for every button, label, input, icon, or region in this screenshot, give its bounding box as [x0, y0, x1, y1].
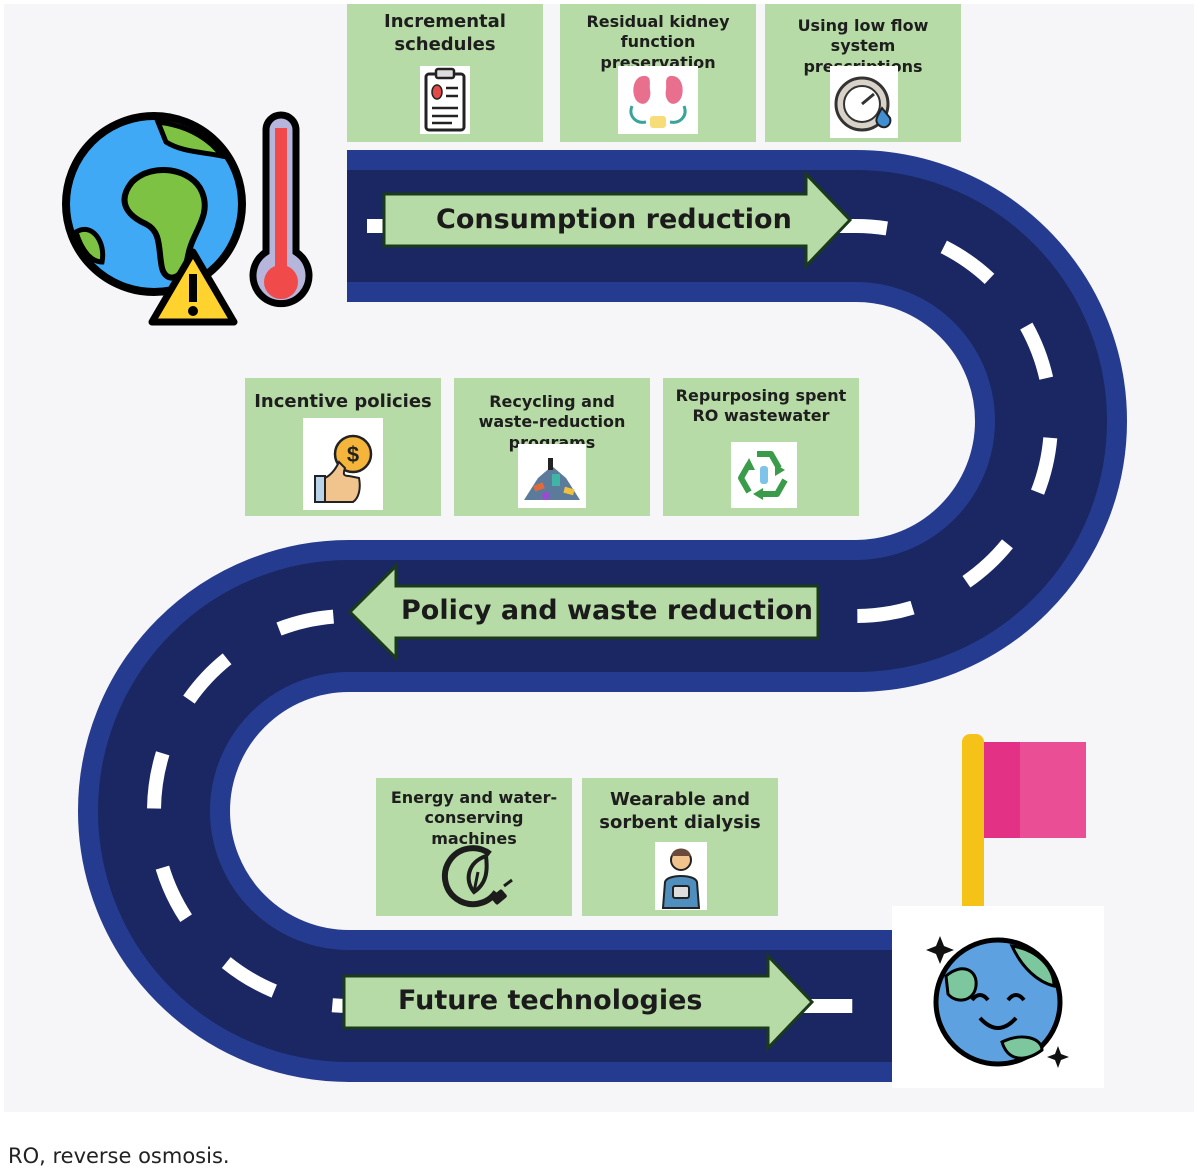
- thermometer-icon: [249, 111, 313, 308]
- warming-earth-icon: [62, 112, 246, 296]
- box-wearable-dialysis: Wearable and sorbent dialysis: [582, 778, 778, 916]
- box-label: Repurposing spent RO wastewater: [675, 386, 847, 426]
- flow-gauge-icon: [830, 66, 898, 138]
- stage-arrow-future: [342, 952, 815, 1052]
- box-label: Wearable and sorbent dialysis: [599, 789, 761, 834]
- figure-caption: RO, reverse osmosis.: [8, 1144, 230, 1168]
- road-dashes: [147, 219, 1058, 1013]
- stage-arrow-consumption: [382, 170, 853, 270]
- box-label: Incremental schedules: [384, 11, 506, 56]
- box-label: Incentive policies: [254, 391, 432, 412]
- stage-label-consumption: Consumption reduction: [436, 204, 792, 235]
- stage-label-policy: Policy and waste reduction: [401, 595, 813, 626]
- warning-icon: [148, 248, 238, 326]
- box-repurposing-ro: Repurposing spent RO wastewater: [663, 378, 859, 516]
- diagram-canvas: Consumption reduction Policy and waste r…: [4, 4, 1194, 1112]
- box-residual-kidney: Residual kidney function preservation: [560, 4, 756, 142]
- box-incremental-schedules: Incremental schedules: [347, 4, 543, 142]
- stage-label-future: Future technologies: [398, 985, 703, 1016]
- recycle-icon: [731, 442, 797, 508]
- box-energy-machines: Energy and water-conserving machines: [376, 778, 572, 916]
- happy-earth-icon: [926, 936, 1069, 1068]
- wearable-person-icon: [655, 842, 707, 910]
- box-label: Residual kidney function preservation: [586, 12, 730, 72]
- svg-text:$: $: [347, 442, 359, 467]
- kidneys-icon: [618, 66, 698, 134]
- happy-earth-panel: [892, 906, 1104, 1088]
- box-label: Recycling and waste-reduction programs: [478, 392, 626, 452]
- stage-arrow-policy: [347, 562, 820, 662]
- flag-icon: [962, 734, 1086, 914]
- waste-pile-icon: [518, 444, 586, 508]
- box-low-flow: Using low flow system prescriptions: [765, 4, 961, 142]
- eco-plug-icon: [434, 836, 516, 914]
- thumbs-up-coin-icon: $: [303, 418, 383, 510]
- clipboard-kidney-icon: [420, 66, 470, 134]
- box-incentive-policies: Incentive policies $: [245, 378, 441, 516]
- box-recycling-programs: Recycling and waste-reduction programs: [454, 378, 650, 516]
- box-label: Energy and water-conserving machines: [390, 788, 558, 848]
